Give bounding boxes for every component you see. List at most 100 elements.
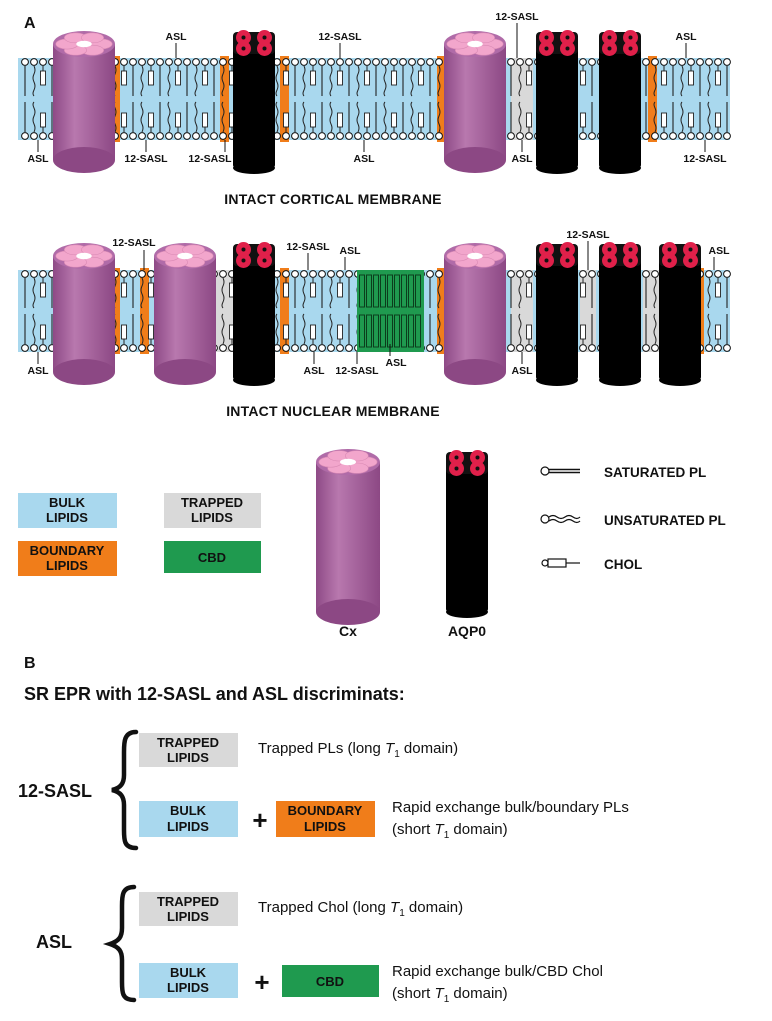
sasl-exchange-line1: Rapid exchange bulk/boundary PLs [392,799,629,816]
aqp0-channel [599,242,641,386]
trapped-region [643,270,659,352]
legend-unsaturated-label: UNSATURATED PL [604,513,726,528]
probe-label-12sasl: 12-SASL [188,153,232,165]
asl-bulk-line1: BULK [170,965,207,980]
legend-cbd-swatch [164,541,261,573]
probe-label-12sasl: 12-SASL [566,229,610,241]
cx-channel [53,243,115,385]
asl-brace [102,884,137,1003]
legend-bulk-line1: BULK [49,495,86,510]
panel-b-heading: SR EPR with 12-SASL and ASL discriminats… [24,684,405,704]
nuclear-caption: INTACT NUCLEAR MEMBRANE [226,403,440,419]
probe-label-asl: ASL [512,365,534,377]
boundary-region [111,268,120,354]
legend-boundary-swatch [18,541,117,576]
aqp0-channel [536,30,578,174]
probe-label-12sasl: 12-SASL [112,237,156,249]
chol-icon [541,558,580,568]
panel-b-letter: B [24,655,36,672]
boundary-region [437,268,446,354]
asl-exchange-line2: (short T1 domain) [392,985,508,1005]
asl-trapped-line1: TRAPPED [157,894,219,909]
asl-trapped-line2: LIPIDS [167,909,209,924]
probe-label-asl: ASL [304,365,326,377]
aqp0-channel [536,242,578,386]
asl-exchange-line1: Rapid exchange bulk/CBD Chol [392,963,603,980]
asl-plus: + [254,967,269,997]
sasl-bulk-box [139,801,238,837]
aqp0-channel [233,242,275,386]
probe-label-asl: ASL [512,153,534,165]
trapped-region [214,270,234,352]
nuclear-membrane: 12-SASL 12-SASL ASL 12-SASL ASL ASL ASL … [18,229,731,419]
sasl-trapped-box [139,733,238,767]
cx-channel [444,31,506,173]
probe-label-asl: ASL [676,31,698,43]
probe-labels: ASL 12-SASL 12-SASL ASL ASL 12-SASL 12-S… [28,11,728,165]
sasl-group-label: 12-SASL [18,781,92,801]
asl-cbd-box [282,965,379,997]
asl-trapped-text: Trapped Chol (long T1 domain) [258,899,463,919]
cortical-membrane: ASL 12-SASL 12-SASL ASL ASL 12-SASL 12-S… [18,11,731,207]
saturated-pl-icon [540,466,580,476]
legend-trapped-line1: TRAPPED [181,495,243,510]
sasl-bulk-line1: BULK [170,803,207,818]
sasl-trapped-line2: LIPIDS [167,750,209,765]
sasl-trapped-line1: TRAPPED [157,735,219,750]
asl-cbd-label: CBD [316,974,344,989]
sasl-trapped-text: Trapped PLs (long T1 domain) [258,740,458,760]
trapped-region [511,58,533,140]
boundary-region [280,56,289,142]
boundary-region [140,268,149,354]
legend-bulk-swatch [18,493,117,528]
legend-bulk-line2: LIPIDS [46,510,88,525]
legend-chol-label: CHOL [604,557,642,572]
sasl-boundary-box [276,801,375,837]
boundary-region [280,268,289,354]
probe-label-12sasl: 12-SASL [124,153,168,165]
legend-trapped-line2: LIPIDS [191,510,233,525]
boundary-region [111,56,120,142]
sasl-boundary-line1: BOUNDARY [288,803,363,818]
boundary-region [220,56,229,142]
probe-label-asl: ASL [28,153,50,165]
probe-label-12sasl: 12-SASL [286,241,330,253]
boundary-region [437,56,446,142]
aqp0-channel [233,30,275,174]
cx-channel [53,31,115,173]
probe-label-12sasl: 12-SASL [495,11,539,23]
probe-label-asl: ASL [28,365,50,377]
probe-label-asl: ASL [354,153,376,165]
legend: BULK LIPIDS BOUNDARY LIPIDS TRAPPED LIPI… [18,449,726,639]
cortical-caption: INTACT CORTICAL MEMBRANE [224,191,441,207]
sasl-plus: + [252,805,267,835]
legend-trapped-swatch [164,493,261,528]
trapped-region [511,270,533,352]
sasl-brace [111,729,139,851]
asl-trapped-box [139,892,238,926]
cbd-domain [357,270,424,352]
legend-cx-label: Cx [339,623,357,639]
trapped-region [580,270,596,352]
probe-label-12sasl: 12-SASL [318,31,362,43]
probe-label-12sasl: 12-SASL [335,365,379,377]
legend-aqp0-icon [446,450,488,618]
legend-boundary-line1: BOUNDARY [30,543,105,558]
unsaturated-pl-icon [540,514,581,524]
probe-label-asl: ASL [340,245,362,257]
legend-cx-icon [316,449,380,625]
legend-boundary-line2: LIPIDS [46,558,88,573]
sasl-bulk-line2: LIPIDS [167,819,209,834]
boundary-region [648,56,657,142]
legend-cbd-label: CBD [198,550,226,565]
sasl-boundary-line2: LIPIDS [304,819,346,834]
aqp0-channel [599,30,641,174]
legend-aqp0-label: AQP0 [448,623,486,639]
probe-labels: 12-SASL 12-SASL ASL 12-SASL ASL ASL ASL … [28,229,731,377]
probe-label-asl: ASL [709,245,731,257]
legend-saturated-label: SATURATED PL [604,465,706,480]
sasl-exchange-line2: (short T1 domain) [392,821,508,841]
cx-channel [154,243,216,385]
cbd-cholesterol [359,274,421,348]
